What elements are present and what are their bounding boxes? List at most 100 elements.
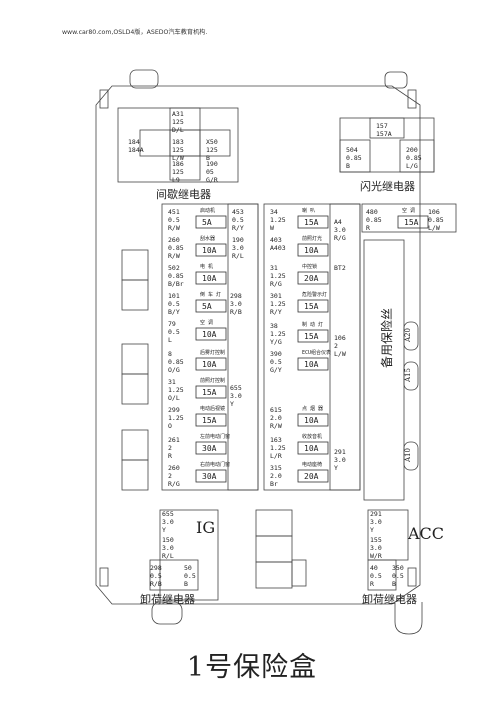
wire-label-mr3: 2 — [334, 342, 338, 350]
fuse-name-f10: 右前电动门窗 — [200, 461, 230, 468]
fuse-slot-g3 — [297, 271, 329, 285]
wire-label-b2: R/L — [162, 552, 174, 560]
fuse-amp-f6: 10A — [202, 360, 217, 369]
wire-label-m7: R/W — [270, 422, 282, 430]
fuse-name-g3: 中控锁 — [302, 263, 317, 270]
wire-label-top_e: 125 — [172, 168, 184, 176]
fuse-amp-g4: 15A — [304, 302, 319, 311]
fuse-slot-f10 — [195, 469, 227, 483]
wire-label-l7: O/L — [168, 394, 180, 402]
wire-label-tr1: 480 — [366, 208, 378, 216]
wire-label-m1: 34 — [270, 208, 278, 216]
wire-label-top_c: L/W — [172, 154, 184, 162]
fuse-slot-f2 — [195, 243, 227, 257]
wire-label-m6: 0.5 — [270, 358, 282, 366]
wire-label-m9: 2.0 — [270, 472, 282, 480]
wire-label-r4: Y — [230, 400, 234, 408]
wire-label-top_b: 184A — [128, 146, 144, 154]
spare-fuse-a10 — [403, 441, 419, 471]
wire-label-r1: 0.5 — [232, 216, 244, 224]
top-right-fuse-area — [361, 203, 457, 233]
fuse-slot-f9 — [195, 441, 227, 455]
relay-flash-pin-left — [339, 139, 371, 173]
fuse-name-f5: 空 调 — [200, 319, 213, 326]
wire-label-b5: 291 — [370, 510, 382, 518]
fuse-amp-f1: 5A — [202, 218, 212, 227]
relay-flash-pin-top — [369, 117, 405, 139]
wire-label-top_f: G/R — [206, 176, 218, 184]
wire-label-b4: B — [184, 580, 188, 588]
wire-label-b7: 40 — [370, 564, 378, 572]
wire-label-b6: 155 — [370, 536, 382, 544]
wire-label-mr1: R/G — [334, 234, 346, 242]
fuse-amp-f4: 5A — [202, 302, 212, 311]
wire-label-fl_a: 157A — [376, 130, 392, 138]
wire-label-l3: 502 — [168, 264, 180, 272]
mount-ear-top-left — [129, 69, 159, 89]
side-tab-r2 — [407, 567, 417, 587]
fuse-slot-f4 — [195, 299, 227, 313]
fuse-name-g7: 点 烟 器 — [302, 405, 323, 412]
wire-label-m7: 615 — [270, 406, 282, 414]
wire-label-fl_c: 0.85 — [406, 154, 422, 162]
wire-label-r4: 655 — [230, 384, 242, 392]
wire-label-l9: 261 — [168, 436, 180, 444]
wire-label-l8: O — [168, 422, 172, 430]
wire-label-tr1: R — [366, 224, 370, 232]
wire-label-l2: 260 — [168, 236, 180, 244]
fuse-slot-h1 — [397, 215, 429, 229]
mid-relay-col-area — [329, 203, 361, 491]
side-tab-r1 — [407, 89, 417, 109]
wire-label-mr1: A4 — [334, 218, 342, 226]
side-tab-l2 — [99, 567, 109, 587]
spare-fuse-a15 — [403, 361, 419, 391]
fuse-amp-g3: 20A — [304, 274, 319, 283]
wire-label-top_f: 190 — [206, 160, 218, 168]
center-block-4 — [291, 559, 307, 587]
wire-label-top_d: 125 — [206, 146, 218, 154]
fuse-name-f3: 电 机 — [200, 263, 213, 270]
wire-label-l4: B/Y — [168, 308, 180, 316]
wire-label-mr4: 3.0 — [334, 456, 346, 464]
wire-label-m4: 301 — [270, 292, 282, 300]
fuse-name-g8: 收放音机 — [302, 433, 322, 440]
wire-label-r3: R/B — [230, 308, 242, 316]
relay-intermittent-label: 间歇继电器 — [156, 188, 211, 201]
wire-label-r1: R/Y — [232, 224, 244, 232]
wire-label-top_d: X50 — [206, 138, 218, 146]
wire-label-r1: 453 — [232, 208, 244, 216]
wire-label-m5: 38 — [270, 322, 278, 330]
wire-label-m6: 390 — [270, 350, 282, 358]
wire-label-l2: 0.85 — [168, 244, 184, 252]
wire-label-m3: R/G — [270, 280, 282, 288]
wire-label-m9: 315 — [270, 464, 282, 472]
wire-label-mr2: BT2 — [334, 264, 346, 272]
wire-label-m2: A403 — [270, 244, 286, 252]
wire-label-m8: 1.25 — [270, 444, 286, 452]
wire-label-m7: 2.0 — [270, 414, 282, 422]
wire-label-b4: 50 — [184, 564, 192, 572]
fuse-name-f7: 前照灯控制 — [200, 377, 225, 384]
wire-label-top_e: 186 — [172, 160, 184, 168]
wire-label-b3: 0.5 — [150, 572, 162, 580]
fuse-amp-h1: 15A — [404, 218, 419, 227]
wire-label-top_a: A31 — [172, 110, 184, 118]
wire-label-b7: 0.5 — [370, 572, 382, 580]
wire-label-tr2: L/W — [428, 224, 440, 232]
wire-label-m3: 1.25 — [270, 272, 286, 280]
wire-label-b1: Y — [162, 526, 166, 534]
wire-label-m4: R/Y — [270, 308, 282, 316]
side-block-l-6 — [121, 459, 149, 491]
wire-label-mr3: L/W — [334, 350, 346, 358]
fuse-amp-g2: 10A — [304, 246, 319, 255]
source-header: www.car80.com,OSLD4版，ASEDO汽车教育机构. — [62, 29, 208, 36]
wire-label-l4: 0.5 — [168, 300, 180, 308]
fuse-amp-f2: 10A — [202, 246, 217, 255]
wire-label-top_e: L9 — [172, 176, 180, 184]
wire-label-l9: 2 — [168, 444, 172, 452]
wire-label-l1: 0.5 — [168, 216, 180, 224]
fuse-name-f9: 左前电动门窗 — [200, 433, 230, 440]
wire-label-b7: R — [370, 580, 374, 588]
wire-label-l8: 299 — [168, 406, 180, 414]
wire-label-l6: 8 — [168, 350, 172, 358]
